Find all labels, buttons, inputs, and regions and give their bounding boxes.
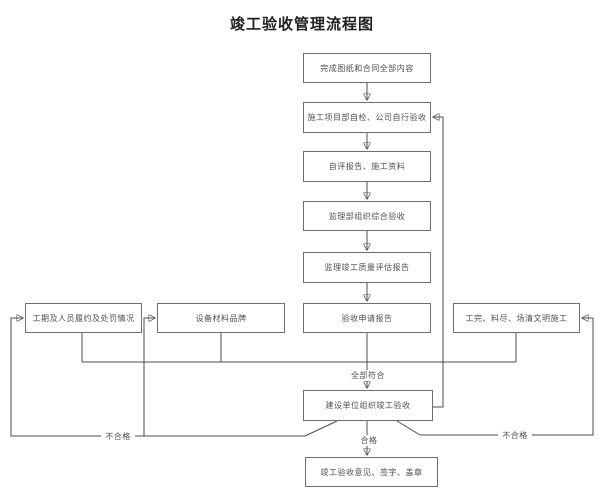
flow-node-quality-report: 监理竣工质量评估报告 [303, 252, 431, 283]
flow-node-label: 监理竣工质量评估报告 [324, 263, 410, 272]
flow-node-supervision-acceptance: 监理部组织综合验收 [303, 201, 431, 231]
edge-owner-bottomleft-diagonal [304, 420, 338, 437]
edge-unqualified-left [10, 318, 305, 437]
edge-unqualified-left-branch [143, 318, 155, 436]
flow-node-label: 施工项目部自检、公司自行验收 [307, 113, 427, 122]
flow-node-label: 监理部组织综合验收 [328, 211, 406, 221]
edge-label-all-conform: 全部符合 [345, 370, 391, 381]
flow-node-label: 完成图纸和合同全部内容 [320, 63, 414, 73]
page-title: 竣工验收管理流程图 [229, 16, 374, 33]
flow-node-label: 建设单位组织竣工验收 [325, 401, 411, 410]
edge-unqualified-right [420, 318, 594, 436]
flow-node-final-opinion: 竣工验收意见、签字、盖章 [305, 457, 438, 487]
flow-node-label: 工完、料尽、场清文明施工 [465, 313, 568, 323]
flow-node-label: 自评报告、施工资料 [328, 162, 406, 171]
edge-label-unqualified-right: 不合格 [498, 430, 532, 441]
flow-node-label: 验收申请报告 [341, 313, 393, 323]
flow-node-self-report: 自评报告、施工资料 [303, 151, 431, 182]
flow-node-self-inspection: 施工项目部自检、公司自行验收 [303, 102, 431, 133]
flow-node-site-clean: 工完、料尽、场清文明施工 [453, 303, 580, 333]
flow-node-complete-drawings: 完成图纸和合同全部内容 [303, 53, 431, 83]
edge-feedback-to-selfinspection [433, 117, 444, 408]
flow-node-schedule-penalty: 工期及人员履约及处罚情况 [25, 303, 142, 333]
flow-node-label: 设备材料品牌 [195, 313, 247, 323]
flow-node-label: 工期及人员履约及处罚情况 [32, 313, 135, 323]
flow-node-label: 竣工验收意见、签字、盖章 [320, 467, 423, 477]
edge-owner-bottomright-diagonal [396, 420, 421, 436]
edge-label-qualified: 合格 [356, 435, 382, 446]
flow-node-owner-acceptance: 建设单位组织竣工验收 [303, 390, 433, 421]
edge-label-unqualified-left: 不合格 [101, 431, 135, 442]
flow-node-equipment-brand: 设备材料品牌 [157, 303, 285, 333]
flow-node-application: 验收申请报告 [303, 303, 431, 333]
